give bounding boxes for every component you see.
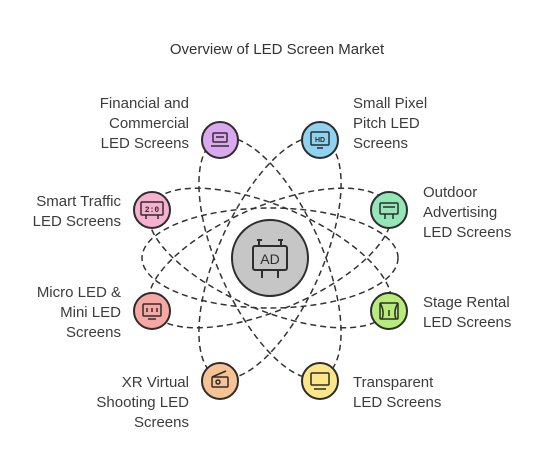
label-line: LED Screens [100, 135, 189, 152]
node-financial [201, 121, 239, 159]
led-panel-icon [142, 303, 162, 320]
node-stage [370, 292, 408, 330]
center-node: AD [231, 219, 309, 297]
label-line: Small Pixel [353, 95, 428, 112]
label-stage: Stage Rental LED Screens [423, 293, 511, 333]
orbit-ellipse-0 [141, 207, 399, 309]
hd-screen-icon [310, 131, 330, 149]
monitor-icon [310, 372, 330, 390]
label-line: Screens [65, 324, 121, 341]
label-line: Shooting LED [96, 394, 189, 411]
label-transparent: Transparent LED Screens [353, 373, 441, 413]
label-line: Stage Rental [423, 294, 510, 311]
label-line: XR Virtual [121, 374, 189, 391]
node-transparent [301, 362, 339, 400]
cash-register-icon [211, 132, 229, 147]
label-line: Micro LED & [36, 284, 121, 301]
stage-curtain-icon [379, 302, 399, 320]
digital-sign-icon [140, 201, 164, 219]
label-financial: Financial and Commercial LED Screens [100, 94, 189, 154]
label-line: Commercial [108, 115, 189, 132]
billboard-icon [379, 202, 399, 219]
label-line: Screens [133, 414, 189, 431]
label-micro: Micro LED & Mini LED Screens [37, 283, 121, 343]
label-outdoor: Outdoor Advertising LED Screens [423, 183, 511, 243]
node-traffic: 2:0 [133, 191, 171, 229]
label-line: LED Screens [423, 224, 512, 241]
center-icon-text: AD [260, 251, 279, 267]
label-line: LED Screens [423, 314, 512, 331]
label-line: Pitch LED [353, 115, 420, 132]
traffic-icon-text: 2:0 [145, 206, 160, 215]
film-clapper-icon [211, 370, 229, 388]
label-line: Smart Traffic [36, 193, 121, 210]
label-line: Screens [353, 135, 409, 152]
label-line: Financial and [99, 95, 189, 112]
node-xr [201, 362, 239, 400]
node-micro [133, 292, 171, 330]
label-line: Transparent [353, 374, 434, 391]
label-xr: XR Virtual Shooting LED Screens [96, 373, 189, 433]
node-outdoor [370, 191, 408, 229]
label-line: Outdoor [423, 184, 478, 201]
label-line: LED Screens [353, 394, 442, 411]
label-line: Mini LED [60, 304, 121, 321]
label-line: Advertising [423, 204, 498, 221]
diagram-title: Overview of LED Screen Market [169, 41, 385, 58]
hd-icon-text: HD [315, 137, 325, 144]
label-small-pixel: Small Pixel Pitch LED Screens [353, 94, 427, 154]
billboard-ad-icon [252, 239, 288, 278]
label-traffic: Smart Traffic LED Screens [33, 192, 121, 232]
label-line: LED Screens [32, 213, 121, 230]
node-small-pixel: HD [301, 121, 339, 159]
